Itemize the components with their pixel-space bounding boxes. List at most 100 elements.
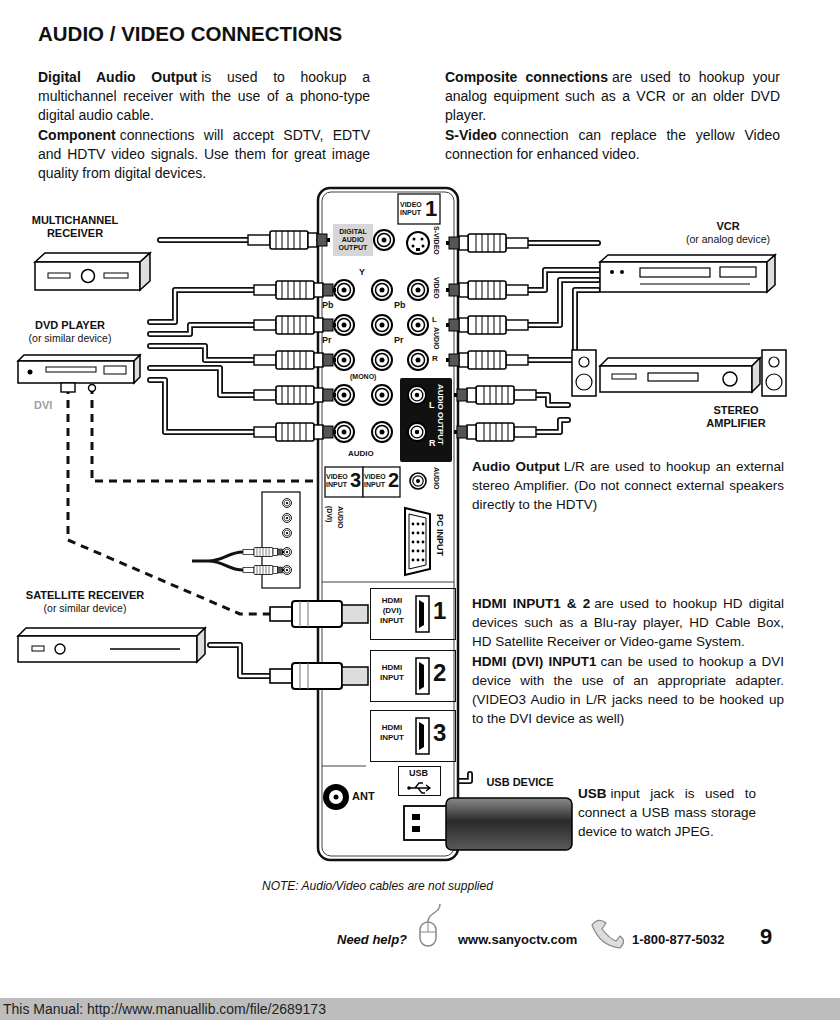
vga-connector bbox=[417, 532, 420, 535]
amplifier-drawing bbox=[600, 358, 760, 366]
paragraph: Composite connectionsare used to hookup … bbox=[445, 68, 780, 125]
amplifier-drawing bbox=[769, 357, 779, 367]
node-text: HDMI INPUT bbox=[373, 663, 411, 683]
panel-jacks bbox=[413, 238, 416, 241]
lead-term: HDMI (DVI) INPUT1 bbox=[472, 654, 597, 669]
vcr-drawing bbox=[600, 255, 775, 292]
panel-jacks bbox=[334, 385, 354, 405]
cable-plugs bbox=[248, 231, 330, 249]
dvd-player-drawing bbox=[28, 370, 33, 375]
node-text: 2 bbox=[433, 660, 446, 686]
tv-panel bbox=[318, 188, 458, 860]
dvd-player-drawing bbox=[104, 366, 126, 374]
paragraph: Componentconnections will accept SDTV, E… bbox=[38, 126, 370, 183]
panel-label: Pb bbox=[394, 300, 406, 310]
amplifier-drawing bbox=[572, 350, 596, 396]
cable-plugs bbox=[446, 234, 528, 252]
usb-symbol bbox=[407, 786, 411, 790]
panel-jacks bbox=[334, 422, 354, 442]
receiver-drawing bbox=[35, 253, 150, 262]
hdmi-port bbox=[416, 596, 429, 754]
tv-panel bbox=[363, 467, 400, 497]
satellite-receiver-drawing bbox=[18, 628, 205, 662]
lead-term: HDMI INPUT1 & 2 bbox=[472, 596, 590, 611]
hdmi-port bbox=[419, 662, 424, 690]
tv-panel bbox=[325, 467, 363, 497]
receiver-drawing bbox=[104, 273, 128, 278]
node-text: DIGITAL AUDIO OUTPUT bbox=[333, 228, 373, 252]
amplifier-drawing bbox=[752, 358, 760, 392]
node-text: (or analog device) bbox=[674, 233, 782, 246]
device-usb-stick: USB DEVICE bbox=[445, 774, 577, 854]
panel-jacks bbox=[407, 232, 429, 254]
satellite-receiver-drawing bbox=[18, 636, 197, 662]
vcr-drawing bbox=[610, 270, 614, 274]
vga-connector bbox=[417, 559, 420, 562]
satellite-receiver-drawing bbox=[18, 628, 205, 636]
mouse-icon bbox=[420, 904, 440, 946]
dvd-player-drawing bbox=[61, 383, 75, 392]
device-vcr: VCR(or analog device) bbox=[598, 220, 784, 294]
lead-term: Digital Audio Output bbox=[38, 69, 197, 85]
paragraph: USBinput jack is used to connect a USB m… bbox=[578, 784, 756, 841]
vga-connector bbox=[409, 514, 426, 569]
node-text: VIDEO INPUT bbox=[400, 201, 426, 217]
cable-plugs bbox=[254, 281, 336, 299]
panel-label: AUDIO bbox=[348, 449, 374, 458]
panel-label: Pb bbox=[322, 300, 334, 310]
dvd-player-drawing bbox=[46, 367, 96, 372]
lead-term: S-Video bbox=[445, 127, 497, 143]
vga-connector bbox=[412, 541, 415, 544]
usb-symbol bbox=[407, 783, 430, 793]
panel-label: Pr bbox=[394, 335, 404, 345]
panel-jacks bbox=[422, 245, 425, 248]
panel-jacks bbox=[372, 315, 392, 335]
amplifier-drawing bbox=[762, 350, 786, 396]
panel-label: Y bbox=[359, 267, 365, 277]
node-text: VIDEO INPUT bbox=[326, 473, 351, 489]
device-satellite-receiver: SATELLITE RECEIVER(or similar device) bbox=[10, 588, 210, 664]
cable-plugs bbox=[446, 351, 528, 369]
text-column: Audio OutputL/R are used to hookup an ex… bbox=[472, 457, 784, 515]
panel-jacks bbox=[372, 350, 392, 370]
vga-connector bbox=[422, 523, 425, 526]
lead-term: USB bbox=[578, 786, 607, 801]
node-text: 2 bbox=[388, 470, 399, 490]
text-column: Composite connectionsare used to hookup … bbox=[445, 68, 780, 165]
inset-detail bbox=[243, 566, 284, 575]
antenna-jack bbox=[329, 790, 343, 804]
cable-plugs bbox=[446, 316, 528, 334]
jack-group: VIDEO INPUT1 bbox=[398, 194, 452, 372]
usb-stick-drawing bbox=[412, 826, 420, 832]
dvd-player-drawing bbox=[134, 355, 140, 383]
tv-panel bbox=[398, 194, 440, 224]
panel-label: AUDIO bbox=[432, 467, 440, 490]
panel-jacks bbox=[408, 280, 428, 300]
vga-connector bbox=[422, 559, 425, 562]
vcr-drawing bbox=[640, 268, 710, 277]
cable-plugs bbox=[454, 386, 536, 404]
vga-connector bbox=[422, 541, 425, 544]
text-column: USBinput jack is used to connect a USB m… bbox=[578, 784, 756, 842]
node-text: 1 bbox=[425, 198, 437, 220]
lead-term: Audio Output bbox=[472, 459, 560, 474]
mouse-icon bbox=[420, 922, 436, 946]
panel-jacks bbox=[408, 350, 428, 370]
receiver-drawing bbox=[140, 253, 150, 290]
node-text: R bbox=[429, 438, 436, 448]
jack-group: AUDIO OUTPUTLR bbox=[400, 378, 452, 462]
device-amplifier: STEREO AMPLIFIER bbox=[568, 344, 790, 434]
panel-label: (MONO) bbox=[350, 373, 376, 381]
vga-connector bbox=[412, 532, 415, 535]
panel-jacks bbox=[334, 315, 354, 335]
usb-stick-drawing bbox=[404, 806, 448, 840]
amplifier-drawing bbox=[766, 374, 782, 390]
text-column: Digital Audio Outputis used to hookup a … bbox=[38, 68, 370, 184]
device-receiver: MULTICHANNEL RECEIVER bbox=[15, 214, 160, 292]
paragraph: HDMI (DVI) INPUT1can be used to hookup a… bbox=[472, 652, 784, 728]
usb-symbol bbox=[409, 783, 430, 793]
page-title: AUDIO / VIDEO CONNECTIONS bbox=[38, 22, 342, 46]
panel-jacks bbox=[372, 422, 392, 442]
dvd-player-drawing bbox=[89, 385, 96, 392]
